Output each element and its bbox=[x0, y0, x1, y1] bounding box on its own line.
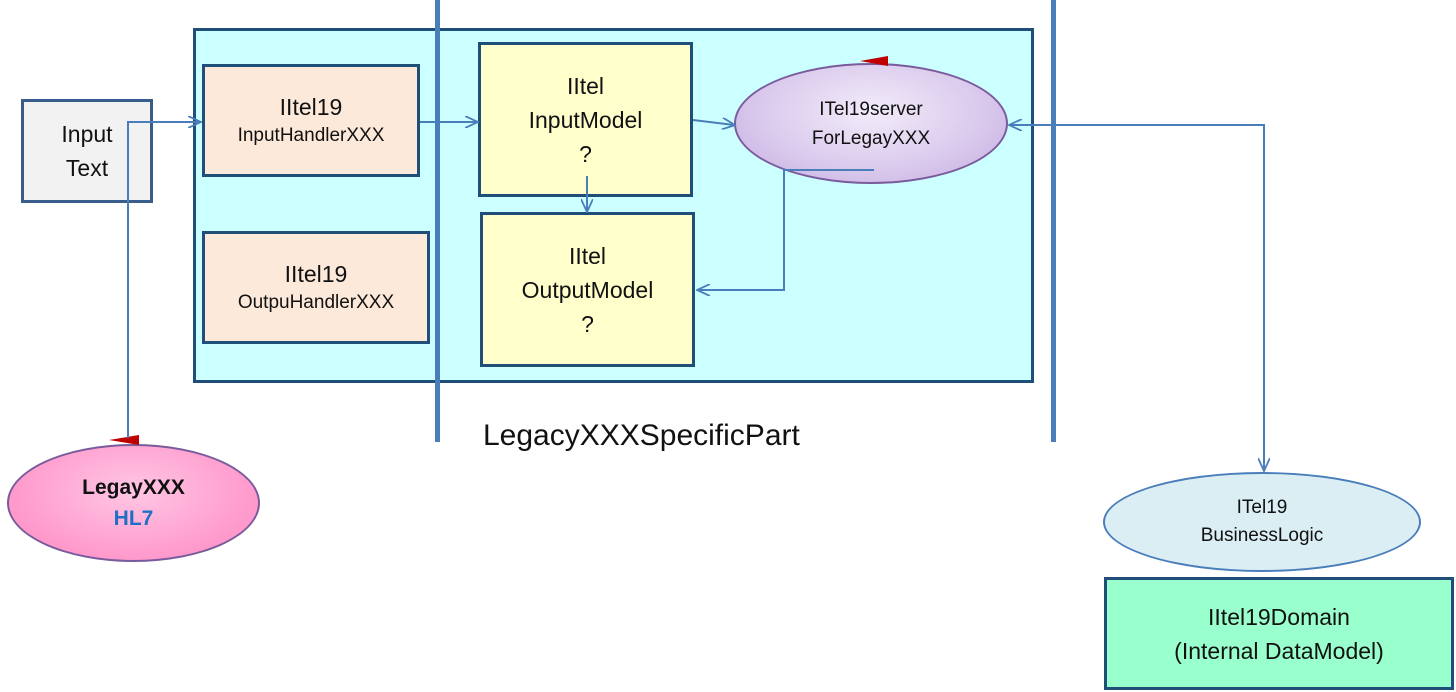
output-model-box: IItel OutputModel ? bbox=[480, 212, 695, 367]
server-flag-marker bbox=[860, 56, 888, 66]
domain-line-1: IItel19Domain bbox=[1208, 603, 1350, 630]
input-handler-title: IItel19 bbox=[279, 93, 343, 120]
input-text-box: Input Text bbox=[21, 99, 153, 203]
divider-line-left bbox=[435, 0, 440, 442]
output-handler-title: IItel19 bbox=[284, 260, 348, 287]
edge-server-business-logic bbox=[1010, 124, 1264, 470]
input-model-box: IItel InputModel ? bbox=[478, 42, 693, 197]
divider-line-right bbox=[1051, 0, 1056, 442]
input-model-line-1: IItel bbox=[566, 72, 605, 99]
input-handler-name: InputHandlerXXX bbox=[237, 124, 385, 146]
output-model-line-2: OutputModel bbox=[521, 276, 654, 303]
business-logic-ellipse: ITel19 BusinessLogic bbox=[1103, 472, 1421, 572]
legacy-line-1: LegayXXX bbox=[82, 476, 185, 499]
input-text-line-1: Input bbox=[61, 121, 113, 147]
server-line-2: ForLegayXXX bbox=[811, 127, 931, 149]
legacy-ellipse: LegayXXX HL7 bbox=[7, 444, 260, 562]
container-label: LegacyXXXSpecificPart bbox=[483, 419, 800, 452]
legacy-flag-marker bbox=[109, 435, 139, 445]
output-handler-name: OutpuHandlerXXX bbox=[237, 291, 395, 313]
business-logic-line-2: BusinessLogic bbox=[1200, 525, 1324, 546]
output-model-line-3: ? bbox=[581, 310, 594, 337]
output-model-line-1: IItel bbox=[568, 242, 607, 269]
server-ellipse: ITel19server ForLegayXXX bbox=[734, 63, 1008, 184]
domain-box: IItel19Domain (Internal DataModel) bbox=[1104, 577, 1454, 690]
server-line-1: ITel19server bbox=[819, 98, 923, 120]
input-text-line-2: Text bbox=[65, 155, 109, 181]
input-handler-box: IItel19 InputHandlerXXX bbox=[202, 64, 420, 177]
input-model-line-2: InputModel bbox=[528, 106, 643, 133]
domain-line-2: (Internal DataModel) bbox=[1174, 637, 1384, 664]
input-model-line-3: ? bbox=[579, 140, 592, 167]
business-logic-line-1: ITel19 bbox=[1236, 497, 1288, 518]
legacy-line-2: HL7 bbox=[113, 507, 154, 530]
output-handler-box: IItel19 OutpuHandlerXXX bbox=[202, 231, 430, 344]
